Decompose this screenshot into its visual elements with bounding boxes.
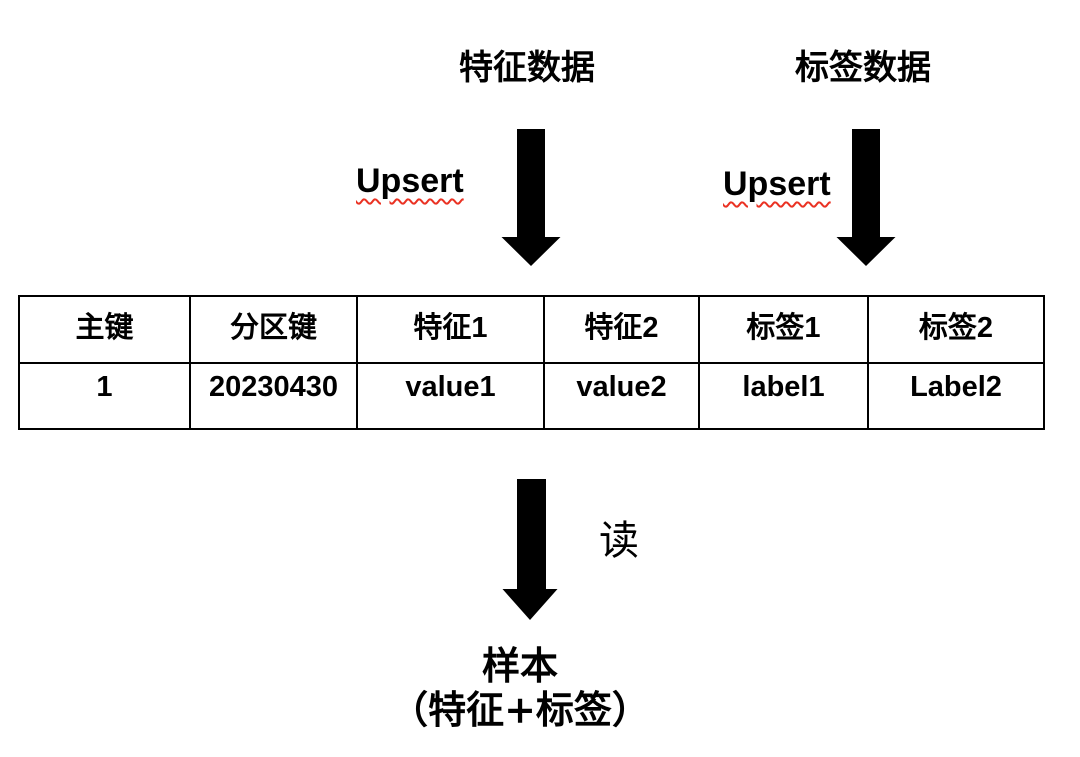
- cell-label1: label1: [698, 362, 869, 430]
- table-header-feature2: 特征2: [543, 295, 700, 364]
- table-header-label1: 标签1: [698, 295, 869, 364]
- cell-partition-key: 20230430: [189, 362, 358, 430]
- upsert-right-label: Upsert: [723, 165, 831, 203]
- read-label: 读: [599, 518, 639, 564]
- upsert-left-label: Upsert: [356, 162, 464, 200]
- table-header-primary-key: 主键: [18, 295, 191, 364]
- down-arrow-icon: [501, 129, 561, 266]
- table-header-label2: 标签2: [867, 295, 1045, 364]
- cell-primary-key: 1: [18, 362, 191, 430]
- feature-label-table: 主键 分区键 特征1 特征2 标签1 标签2 1 20230430 value1…: [18, 295, 1045, 430]
- table-header-row: 主键 分区键 特征1 特征2 标签1 标签2: [18, 295, 1045, 364]
- table-row: 1 20230430 value1 value2 label1 Label2: [18, 362, 1045, 430]
- sample-caption-line2: （特征+标签）: [390, 687, 650, 732]
- table-header-partition-key: 分区键: [189, 295, 358, 364]
- table-header-feature1: 特征1: [356, 295, 545, 364]
- cell-feature2: value2: [543, 362, 700, 430]
- down-arrow-icon: [836, 129, 896, 266]
- cell-label2: Label2: [867, 362, 1045, 430]
- label-data-label: 标签数据: [795, 48, 931, 88]
- sample-caption: 样本 （特征+标签）: [220, 644, 820, 732]
- down-arrow-icon: [502, 479, 558, 620]
- feature-data-label: 特征数据: [459, 48, 595, 88]
- sample-caption-line1: 样本: [481, 643, 558, 688]
- cell-feature1: value1: [356, 362, 545, 430]
